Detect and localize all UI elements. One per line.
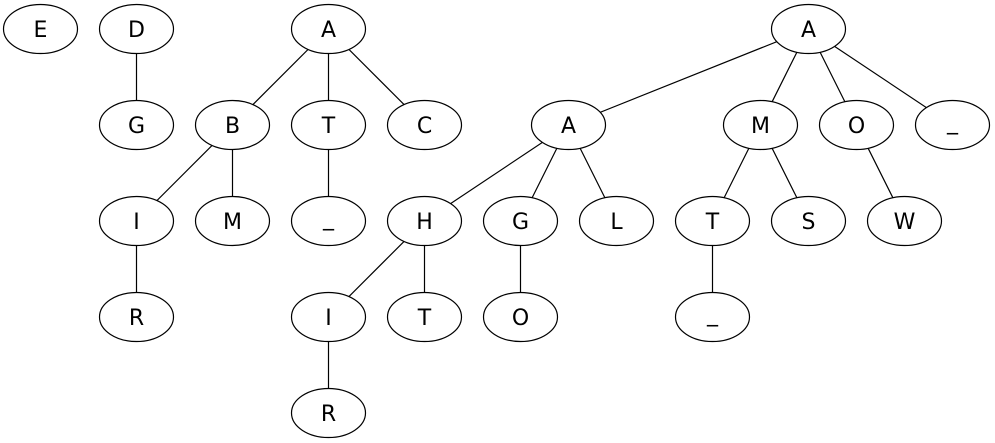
- node-ellipse-b1: [194, 99, 271, 151]
- node-label-i1: I: [133, 210, 140, 235]
- graph-node-b1: B: [194, 99, 271, 151]
- graph-node-g1: G: [98, 99, 175, 151]
- graph-node-c1: C: [386, 99, 463, 151]
- nodes-layer: E D A A G B T C A M O _ I M _ H G L T S W R I T O _ R: [2, 3, 991, 439]
- node-label-o2: O: [512, 306, 529, 331]
- graph-node-u1: _: [914, 99, 991, 151]
- node-label-r1: R: [129, 306, 144, 331]
- node-ellipse-m1: [722, 99, 799, 151]
- graph-node-t1: T: [290, 99, 367, 151]
- graph-node-t2: T: [674, 195, 751, 247]
- graph-node-m2: M: [194, 195, 271, 247]
- node-label-c1: C: [417, 114, 432, 139]
- node-ellipse-g1: [98, 99, 175, 151]
- node-label-a3: A: [561, 114, 576, 139]
- graph-node-i2: I: [290, 291, 367, 343]
- node-ellipse-i2: [290, 291, 367, 343]
- node-ellipse-a3: [530, 99, 607, 151]
- graph-node-t3: T: [386, 291, 463, 343]
- graph-node-g2: G: [482, 195, 559, 247]
- node-label-s1: S: [802, 210, 816, 235]
- node-label-d: D: [128, 18, 145, 43]
- node-label-h1: H: [416, 210, 433, 235]
- node-ellipse-t1: [290, 99, 367, 151]
- graph-node-u2: _: [290, 195, 367, 247]
- node-ellipse-i1: [98, 195, 175, 247]
- graph-node-a3: A: [530, 99, 607, 151]
- graph-node-h1: H: [386, 195, 463, 247]
- node-ellipse-e: [2, 3, 79, 55]
- node-ellipse-a1: [290, 3, 367, 55]
- node-ellipse-u3: [674, 291, 751, 343]
- node-label-m1: M: [751, 114, 770, 139]
- node-label-t1: T: [321, 114, 336, 139]
- graph-node-r2: R: [290, 387, 367, 439]
- graph-node-w1: W: [866, 195, 943, 247]
- graph-node-s1: S: [770, 195, 847, 247]
- node-label-r2: R: [321, 402, 336, 427]
- node-ellipse-h1: [386, 195, 463, 247]
- node-label-u3: _: [706, 302, 719, 327]
- node-label-w1: W: [894, 210, 916, 235]
- node-ellipse-c1: [386, 99, 463, 151]
- node-label-a2: A: [801, 18, 816, 43]
- node-label-u2: _: [322, 206, 335, 231]
- graph-node-u3: _: [674, 291, 751, 343]
- graph-node-o2: O: [482, 291, 559, 343]
- node-ellipse-o2: [482, 291, 559, 343]
- node-label-m2: M: [223, 210, 242, 235]
- node-label-g1: G: [128, 114, 145, 139]
- node-ellipse-t2: [674, 195, 751, 247]
- node-ellipse-s1: [770, 195, 847, 247]
- node-label-o1: O: [848, 114, 865, 139]
- node-ellipse-m2: [194, 195, 271, 247]
- node-label-a1: A: [321, 18, 336, 43]
- graph-node-i1: I: [98, 195, 175, 247]
- graph-node-r1: R: [98, 291, 175, 343]
- node-ellipse-r1: [98, 291, 175, 343]
- node-ellipse-r2: [290, 387, 367, 439]
- node-ellipse-o1: [818, 99, 895, 151]
- node-ellipse-t3: [386, 291, 463, 343]
- graph-node-l1: L: [578, 195, 655, 247]
- node-ellipse-w1: [866, 195, 943, 247]
- node-label-b1: B: [225, 114, 240, 139]
- node-ellipse-u1: [914, 99, 991, 151]
- node-ellipse-g2: [482, 195, 559, 247]
- edge-a2-a3: [568, 28, 809, 126]
- node-label-t3: T: [417, 306, 432, 331]
- node-label-t2: T: [705, 210, 720, 235]
- graph-node-d: D: [98, 3, 175, 55]
- graph-node-o1: O: [818, 99, 895, 151]
- node-label-u1: _: [946, 110, 959, 135]
- node-label-g2: G: [512, 210, 529, 235]
- node-label-i2: I: [325, 306, 332, 331]
- node-ellipse-l1: [578, 195, 655, 247]
- node-ellipse-d: [98, 3, 175, 55]
- graph-node-a2: A: [770, 3, 847, 55]
- node-label-l1: L: [610, 210, 623, 235]
- node-label-e: E: [34, 18, 48, 43]
- node-ellipse-a2: [770, 3, 847, 55]
- graph-node-a1: A: [290, 3, 367, 55]
- graph-node-m1: M: [722, 99, 799, 151]
- graph-node-e: E: [2, 3, 79, 55]
- node-ellipse-u2: [290, 195, 367, 247]
